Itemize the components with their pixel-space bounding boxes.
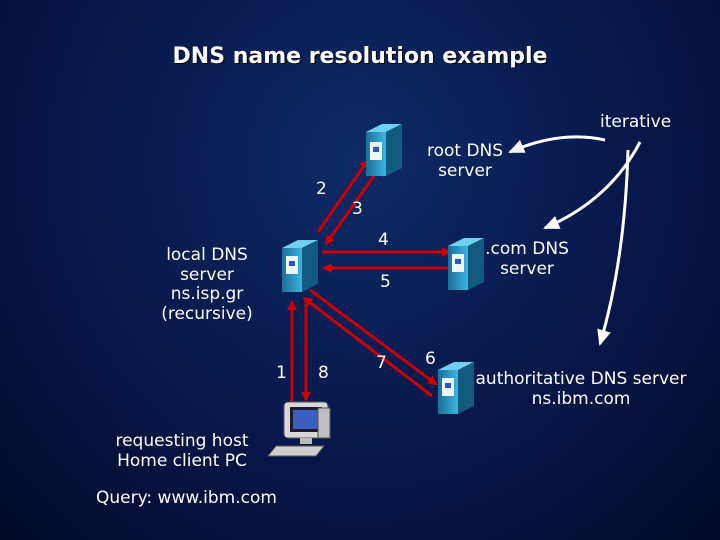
step-number-6: 6 (425, 349, 436, 369)
page-title: DNS name resolution example (172, 44, 548, 69)
root-server-icon (366, 124, 402, 176)
arrow-step-2 (316, 158, 370, 233)
arrow-step-3 (324, 169, 380, 246)
arrow-step-6 (309, 288, 438, 386)
host-label-line2: Home client PC (117, 450, 247, 471)
auth-server-icon (438, 362, 474, 414)
step-number-2: 2 (316, 179, 327, 199)
step-number-1: 1 (276, 363, 287, 383)
root-server-label-line1: root DNS (426, 141, 504, 161)
iterative-arrow-root (508, 135, 606, 154)
iterative-arrow-com (543, 141, 642, 230)
com-server-label-line1: .com DNS (485, 239, 569, 259)
iterative-arrow-auth (597, 149, 630, 346)
computer-icon (266, 401, 331, 457)
query-label: Query: www.ibm.com (96, 488, 277, 508)
com-server-icon (448, 238, 484, 290)
step-number-5: 5 (380, 272, 391, 292)
host-label-line1: requesting host (115, 431, 249, 451)
step-number-3: 3 (352, 199, 363, 219)
step-number-8: 8 (318, 363, 329, 383)
step-number-7: 7 (376, 353, 387, 373)
local-server-label: local DNS server ns.isp.gr (recursive) (148, 245, 266, 324)
local-server-icon (282, 240, 318, 292)
iterative-label: iterative (600, 112, 672, 132)
root-server-label-line2: server (438, 160, 492, 181)
auth-server-label: authoritative DNS server ns.ibm.com (468, 369, 694, 409)
local-server-label-line3: ns.isp.gr (170, 284, 244, 305)
step-number-4: 4 (378, 230, 389, 250)
root-server-label: root DNS server (410, 141, 520, 181)
local-server-label-line1: local DNS (166, 245, 248, 265)
arrow-step-7 (302, 296, 433, 398)
local-server-label-line4: (recursive) (161, 303, 253, 324)
auth-server-label-line1: authoritative DNS server (475, 369, 687, 389)
auth-server-label-line2: ns.ibm.com (531, 388, 631, 409)
com-server-label: .com DNS server (474, 239, 580, 279)
host-label: requesting host Home client PC (104, 431, 260, 471)
com-server-label-line2: server (500, 258, 554, 279)
local-server-label-line2: server (180, 264, 234, 285)
